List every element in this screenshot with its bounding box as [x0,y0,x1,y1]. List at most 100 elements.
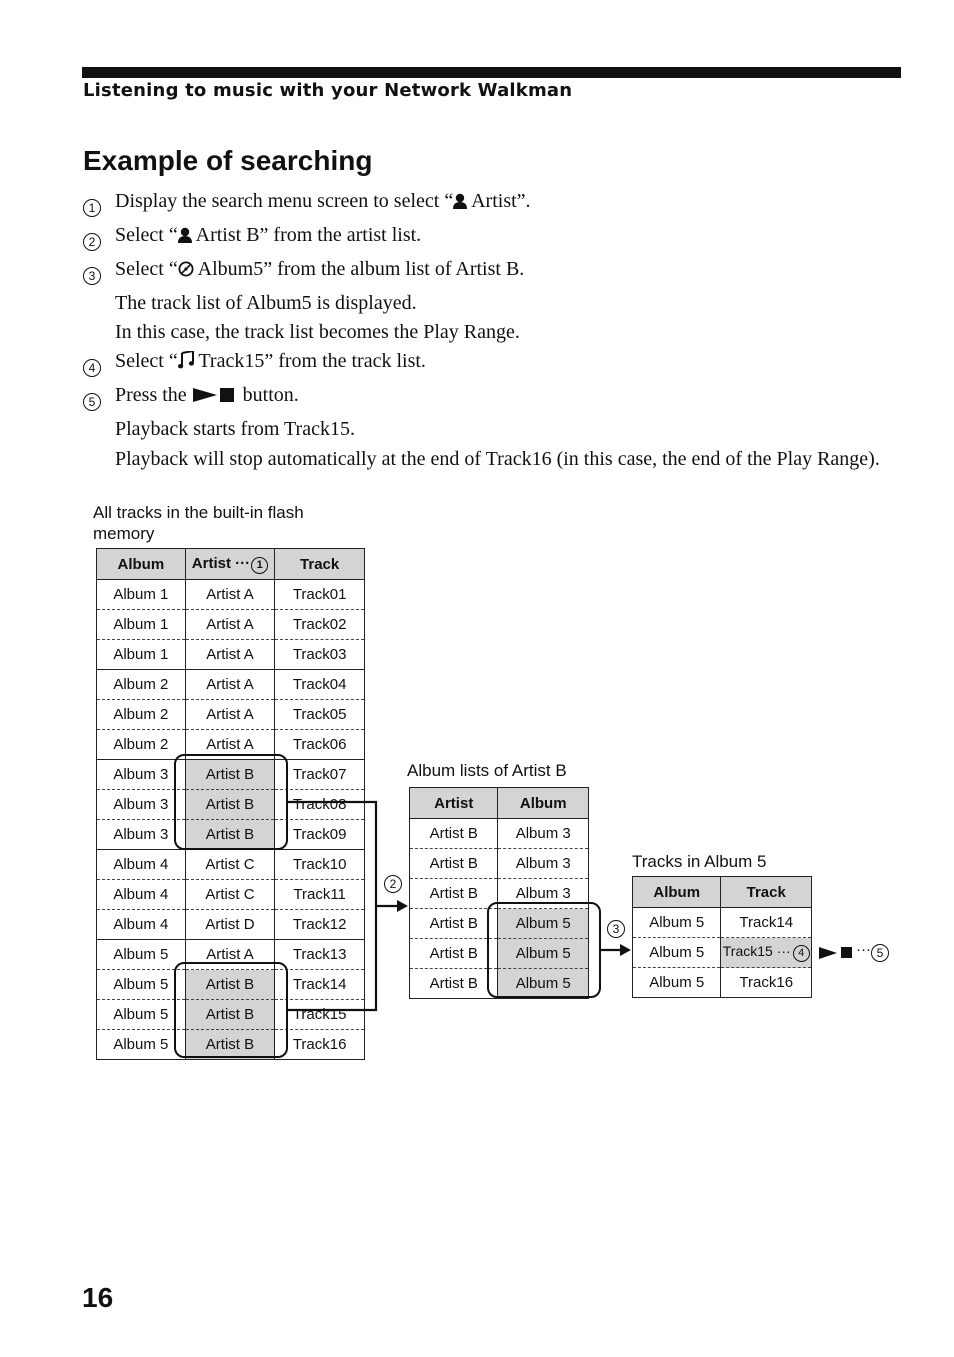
artist-b-group-highlight [174,962,288,1058]
step-3: 3 Select “ Album5” from the album list o… [83,255,883,289]
table-cell: Album 5 [631,967,722,998]
artist-icon [177,227,192,243]
table-cell: Artist B [408,818,499,849]
step-text: Album5” from the album list of Artist B. [193,258,525,280]
marker-2: 2 [384,875,402,893]
marker-5-dots: ··· [856,941,871,958]
table-cell: Artist B [408,968,499,999]
table-cell: Artist C [184,849,276,880]
table-cell: Track04 [274,669,365,700]
table-cell: Track11 [274,879,365,910]
table-cell: Album 4 [96,909,186,940]
column-header-album: Album [631,876,722,908]
column-header-artist: Artist ···1 [184,548,276,580]
step-number: 3 [83,267,101,285]
table-cell: Track14 [274,969,365,1000]
step-number: 1 [83,199,101,217]
table-cell: Track06 [274,729,365,760]
marker-3: 3 [607,920,625,938]
table-cell: Artist B [408,908,499,939]
table-cell: Album 1 [96,609,186,640]
step-text: Artist”. [467,190,531,212]
table-cell: Artist B [184,759,276,790]
step-text: Artist B” from the artist list. [191,224,422,246]
album-lists-label: Album lists of Artist B [407,761,567,780]
table-cell: Artist B [408,878,499,909]
table-cell: Album 2 [96,699,186,730]
table-cell: Album 1 [96,579,186,610]
table-cell: Album 5 [96,999,186,1030]
table-cell: Track14 [720,907,812,938]
table-cell: Album 5 [96,969,186,1000]
column-header-album: Album [96,548,186,580]
table-cell: Album 3 [96,819,186,850]
column-header-track: Track [274,548,365,580]
album5-group-highlight [487,902,601,998]
table-cell: Track12 [274,909,365,940]
artist-icon [453,193,468,209]
step-text: Select “ [115,224,178,246]
step-3-note: In this case, the track list becomes the… [115,321,520,343]
table-cell: Artist D [184,909,276,940]
table-cell: Album 3 [96,789,186,820]
table-cell: Artist A [184,579,276,610]
table-cell: Artist C [184,879,276,910]
table-cell: Artist A [184,609,276,640]
table-cell: Track13 [274,939,365,970]
step-number: 4 [83,359,101,377]
table-cell: Artist B [184,819,276,850]
table-cell: Album 5 [497,938,589,969]
section-title: Listening to music with your Network Wal… [83,80,573,101]
step-number: 2 [83,233,101,251]
step-2: 2 Select “ Artist B” from the artist lis… [83,221,883,255]
table-cell: Album 5 [96,939,186,970]
selected-track-label: Track15 ··· [722,943,791,959]
table-cell: Track16 [274,1029,365,1060]
table-cell: Album 2 [96,729,186,760]
step-5: 5 Press the button. [83,381,883,415]
step-3-note: The track list of Album5 is displayed. [115,292,417,314]
column-header-track: Track [720,876,812,908]
table-cell: Track15 [274,999,365,1030]
step-text: Display the search menu screen to select… [115,190,454,212]
table-cell: Track09 [274,819,365,850]
table-cell: Artist B [184,789,276,820]
table-cell: Album 2 [96,669,186,700]
table-cell: Album 1 [96,639,186,670]
marker-1: 1 [251,556,269,574]
table-cell: Album 5 [631,907,722,938]
page-number: 16 [82,1282,114,1313]
table-cell: Track07 [274,759,365,790]
table-cell: Album 5 [96,1029,186,1060]
marker-4: 4 [792,945,810,962]
table-cell: Artist A [184,939,276,970]
track-icon [177,351,194,369]
steps-list: 1 Display the search menu screen to sele… [83,187,883,472]
table-cell: Album 3 [497,818,589,849]
header-rule [82,67,901,78]
step-4: 4 Select “ Track15” from the track list. [83,347,883,381]
marker-5: 5 [871,944,889,962]
table-cell: Album 4 [96,879,186,910]
table-cell: Track02 [274,609,365,640]
table-cell: Track05 [274,699,365,730]
column-header-album: Album [497,787,589,819]
table-cell: Artist B [408,938,499,969]
